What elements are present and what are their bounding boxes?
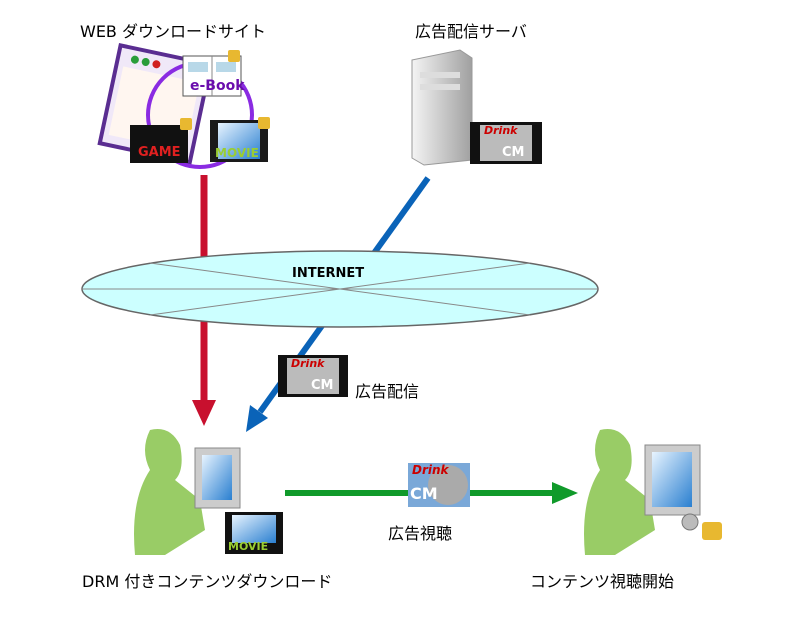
game-icon — [130, 125, 188, 163]
drink-text: Drink — [291, 357, 325, 370]
ad-server-label: 広告配信サーバ — [415, 22, 527, 41]
user-downloading-icon — [134, 429, 283, 555]
lock-icon — [180, 50, 270, 130]
drink-cm-film-icon — [470, 122, 542, 164]
web-site-label: WEB ダウンロードサイト — [80, 22, 266, 41]
ebook-text: e-Book — [190, 78, 245, 94]
movie-text: MOVIE — [215, 146, 259, 160]
cm-text: CM — [502, 145, 525, 160]
content-start-label: コンテンツ視聴開始 — [530, 572, 675, 591]
cm-text: CM — [410, 484, 438, 503]
ad-delivery-label: 広告配信 — [355, 382, 420, 401]
movie-icon — [210, 120, 268, 162]
user-viewing-icon — [584, 429, 722, 555]
movie-text: MOVIE — [228, 540, 269, 553]
drm-download-label: DRM 付きコンテンツダウンロード — [82, 572, 333, 591]
drink-text: Drink — [484, 124, 518, 137]
drink-text: Drink — [412, 463, 449, 477]
internet-label: INTERNET — [292, 266, 365, 281]
lock-icon — [702, 522, 722, 540]
ebook-icon — [182, 55, 242, 97]
ad-viewing-label: 広告視聴 — [388, 524, 453, 543]
ad-server-icon — [411, 49, 473, 166]
web-download-site-icon — [97, 43, 270, 169]
cm-text: CM — [311, 378, 334, 393]
drink-cm-film-icon — [278, 355, 348, 397]
drink-cm-icon — [408, 463, 470, 507]
internet-cloud — [81, 250, 599, 328]
game-text: GAME — [138, 145, 181, 160]
